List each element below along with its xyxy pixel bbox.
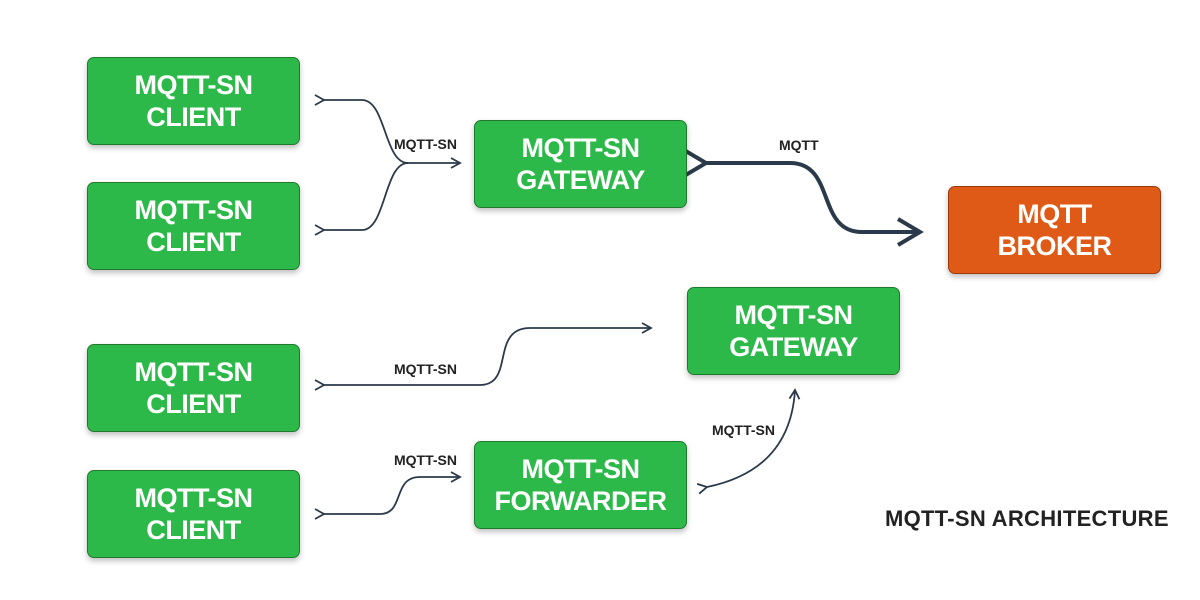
diagram-title: MQTT-SN ARCHITECTURE [885,506,1169,531]
broker-node: MQTT BROKER [948,186,1161,274]
node-line1: MQTT-SN [734,300,854,330]
link-client1-gateway1 [314,94,462,169]
link-gateway1-broker [682,148,924,247]
client-node-3: MQTT-SN CLIENT [87,344,300,432]
gateway-node-1: MQTT-SN GATEWAY [474,120,687,208]
node-line1: MQTT-SN [134,70,254,100]
link-label-clients-gateway1: MQTT-SN [394,136,457,152]
link-label-gateway1-broker: MQTT [779,137,819,153]
link-client2-gateway1 [314,162,409,236]
link-client3-gateway2 [314,322,653,391]
link-label-client3-gateway2: MQTT-SN [394,361,457,377]
node-line1: MQTT-SN [134,357,254,387]
node-line1: MQTT-SN [134,195,254,225]
forwarder-node: MQTT-SN FORWARDER [474,441,687,529]
link-forwarder-gateway2 [696,388,801,495]
client-node-4: MQTT-SN CLIENT [87,470,300,558]
node-line2: CLIENT [146,389,241,419]
gateway-node-2: MQTT-SN GATEWAY [687,287,900,375]
client-node-1: MQTT-SN CLIENT [87,57,300,145]
node-line2: CLIENT [146,227,241,257]
node-line1: MQTT-SN [521,133,641,163]
link-label-client4-forwarder: MQTT-SN [394,452,457,468]
node-line2: FORWARDER [494,486,667,516]
node-line2: BROKER [997,231,1112,261]
node-line1: MQTT [1017,199,1092,229]
client-node-2: MQTT-SN CLIENT [87,182,300,270]
link-client4-forwarder [314,471,462,520]
link-label-forwarder-gateway2: MQTT-SN [712,422,775,438]
node-line2: CLIENT [146,515,241,545]
node-line2: GATEWAY [729,332,858,362]
node-line1: MQTT-SN [134,483,254,513]
node-line2: CLIENT [146,102,241,132]
node-line2: GATEWAY [516,165,645,195]
node-line1: MQTT-SN [521,454,641,484]
